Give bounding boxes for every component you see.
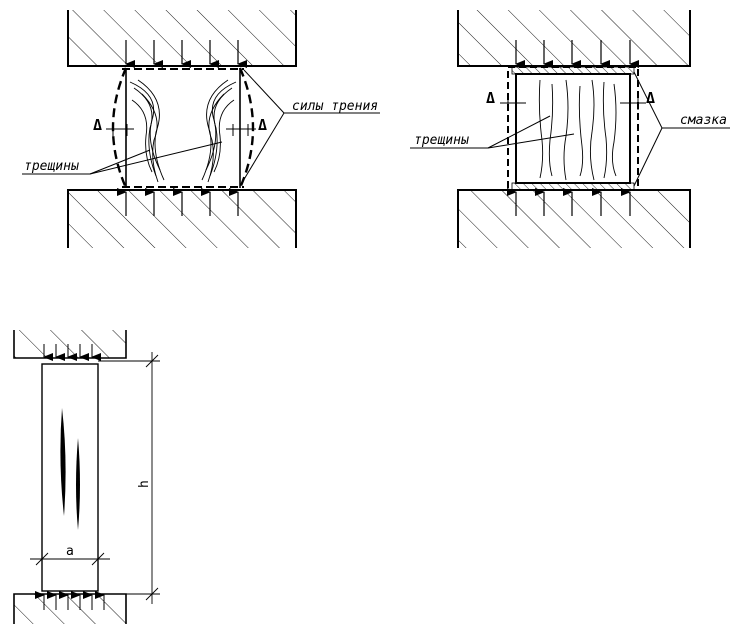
bottom-platen-small — [13, 593, 127, 624]
tall-specimen-cracks — [60, 408, 80, 530]
figure-with-friction: Δ Δ силы трения трещины — [22, 10, 380, 248]
cracks-leader-lines-right — [410, 115, 575, 149]
load-arrows-bottom-right — [507, 188, 631, 216]
label-cracks-right: трещины — [414, 133, 469, 148]
delta-label-left-b: Δ — [258, 116, 267, 134]
cracks-leader-lines-left — [22, 141, 223, 175]
width-label: a — [66, 544, 74, 559]
lubricant-leader-lines — [633, 71, 730, 187]
top-platen-small — [13, 330, 127, 359]
load-arrows-top-small — [43, 344, 101, 361]
top-platen-right — [457, 10, 691, 67]
cracks-left-specimen — [129, 79, 237, 183]
load-arrows-bottom-left — [117, 188, 239, 216]
delta-marks-left — [106, 124, 256, 136]
load-arrows-top-left — [125, 40, 247, 68]
height-label: h — [137, 480, 152, 488]
label-cracks-left: трещины — [24, 159, 79, 174]
label-friction-forces: силы трения — [292, 99, 378, 114]
bottom-platen-right — [457, 189, 691, 248]
cracks-right-specimen — [538, 79, 617, 181]
barrelled-specimen — [111, 67, 255, 189]
label-lubricant: смазка — [680, 113, 727, 128]
figure-with-lubricant: Δ Δ смазка трещины — [410, 10, 730, 248]
load-arrows-top-right — [515, 40, 639, 68]
lubricated-specimen — [507, 66, 639, 191]
width-dimension — [30, 552, 110, 566]
load-arrows-bottom-small — [35, 591, 105, 610]
delta-label-right-b: Δ — [646, 89, 655, 107]
figure-tall-specimen: h a — [13, 330, 160, 624]
height-dimension — [98, 352, 160, 604]
delta-marks-right — [500, 98, 646, 110]
tall-specimen-body — [41, 363, 99, 592]
friction-leader-lines — [239, 69, 380, 187]
delta-label-left-a: Δ — [93, 116, 102, 134]
friction-strips-left — [122, 68, 244, 188]
delta-label-right-a: Δ — [486, 89, 495, 107]
